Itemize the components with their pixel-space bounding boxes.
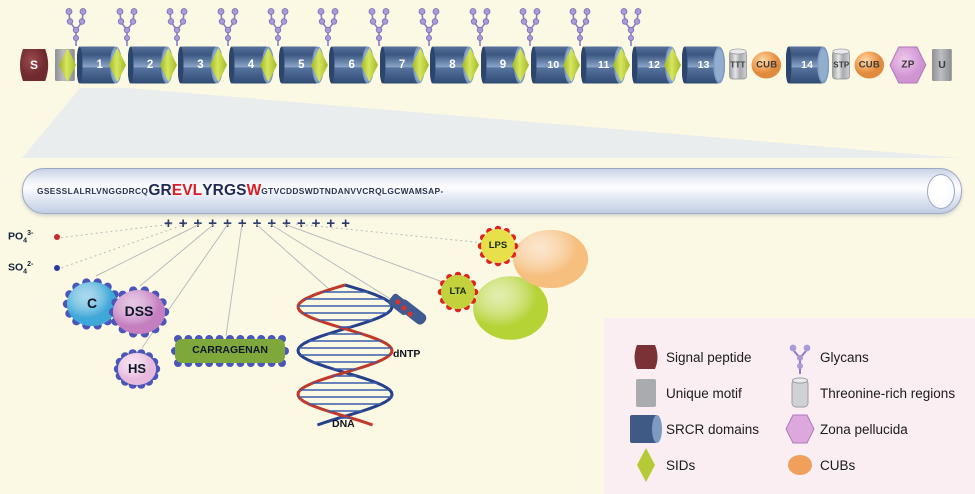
legend-item-threonine-rich: Threonine-rich regions	[780, 376, 975, 410]
legend-item-label: Glycans	[820, 349, 869, 365]
positive-charge-symbol: +	[252, 215, 262, 232]
glycan-icon	[65, 4, 87, 46]
legend-item-glycan: Glycans	[780, 340, 975, 374]
srcr-domain-icon	[626, 411, 666, 447]
sequence-segment: RGS	[212, 182, 247, 199]
sid-diamond	[512, 48, 530, 82]
sid-diamond	[210, 48, 227, 82]
glycan-icon	[267, 4, 289, 46]
glycan-icon	[469, 4, 491, 46]
ligand-label-dntp: dNTP	[393, 348, 421, 360]
glycan-icon	[620, 4, 642, 46]
tube-end-cap	[927, 174, 955, 209]
sid-icon	[626, 447, 666, 483]
sid-diamond	[310, 48, 328, 82]
legend-item-sid: SIDs	[626, 448, 776, 482]
zona-pellucida-icon	[780, 411, 820, 447]
ligand-dot-so4	[54, 265, 60, 271]
positive-charge-symbol: +	[223, 215, 232, 232]
signal-peptide-icon	[626, 339, 666, 375]
glycan-icon	[317, 4, 339, 46]
sequence-segment: GTVCDDSWDTNDANVVCRQLGCWAMSAP-	[261, 186, 444, 196]
ligand-label-po4: PO43-	[8, 230, 34, 245]
sid-diamond	[562, 48, 580, 82]
sequence-segment: EVL	[171, 182, 203, 199]
positive-charge-symbol: +	[164, 215, 173, 232]
positive-charge-symbol: +	[326, 215, 336, 232]
legend-item-srcr-domain: SRCR domains	[626, 412, 776, 446]
legend-item-label: CUBs	[820, 457, 856, 473]
cub-icon	[780, 447, 820, 483]
positive-charge-symbol: +	[267, 215, 277, 232]
sid-diamond	[58, 48, 76, 82]
sid-diamond	[411, 48, 429, 82]
legend-item-label: Threonine-rich regions	[820, 385, 956, 401]
glycan-icon	[368, 4, 390, 46]
glycan-icon	[519, 4, 541, 46]
legend-item-label: SIDs	[666, 457, 696, 473]
ligand-label-so4: SO42-	[8, 261, 34, 276]
glycan-icon	[116, 4, 138, 46]
glycan-icon	[418, 4, 440, 46]
positive-charge-symbol: +	[341, 215, 350, 232]
domain-chain: S U	[0, 0, 975, 95]
legend-item-label: Zona pellucida	[820, 421, 908, 437]
glycan-icon	[166, 4, 188, 46]
sid-diamond	[260, 48, 278, 82]
sequence-segment: W	[246, 182, 262, 199]
legend-item-zona-pellucida: Zona pellucida	[780, 412, 975, 446]
positive-charge-row: + + + + + + + + + + + + +	[164, 216, 350, 231]
positive-charge-symbol: +	[296, 215, 306, 232]
sequence-segment: GR	[148, 182, 172, 199]
glycan-icon	[217, 4, 239, 46]
positive-charge-symbol: +	[178, 215, 188, 232]
legend-item-label: Signal peptide	[666, 349, 752, 365]
ligand-label-dna: DNA	[332, 418, 355, 430]
sid-diamond	[109, 48, 127, 82]
positive-charge-symbol: +	[282, 215, 291, 232]
sequence-segment: Y	[202, 182, 213, 199]
sid-diamond	[613, 48, 631, 82]
legend-panel: Signal peptide Unique motif SRCR domains…	[604, 318, 975, 494]
threonine-rich-icon	[780, 375, 820, 411]
legend-item-cub: CUBs	[780, 448, 975, 482]
legend-item-label: Unique motif	[666, 385, 742, 401]
ligand-dot-po4	[54, 234, 60, 240]
legend-item-label: SRCR domains	[666, 421, 760, 437]
legend-item-unique-motif: Unique motif	[626, 376, 776, 410]
unique-motif-icon	[626, 375, 666, 411]
legend-item-signal-peptide: Signal peptide	[626, 340, 776, 374]
sid-diamond	[663, 48, 681, 82]
positive-charge-symbol: +	[311, 215, 321, 232]
sid-diamond	[361, 48, 379, 82]
sid-diamond	[159, 48, 177, 82]
sid-diamond	[462, 48, 479, 82]
sequence-segment: GSESSLALRLVNGGDRCQ	[37, 186, 149, 196]
positive-charge-symbol: +	[193, 215, 203, 232]
positive-charge-symbol: +	[237, 215, 247, 232]
glycan-icon	[569, 4, 591, 46]
expansion-funnel	[22, 88, 960, 158]
glycan-icon	[780, 339, 820, 375]
positive-charge-symbol: +	[208, 215, 218, 232]
